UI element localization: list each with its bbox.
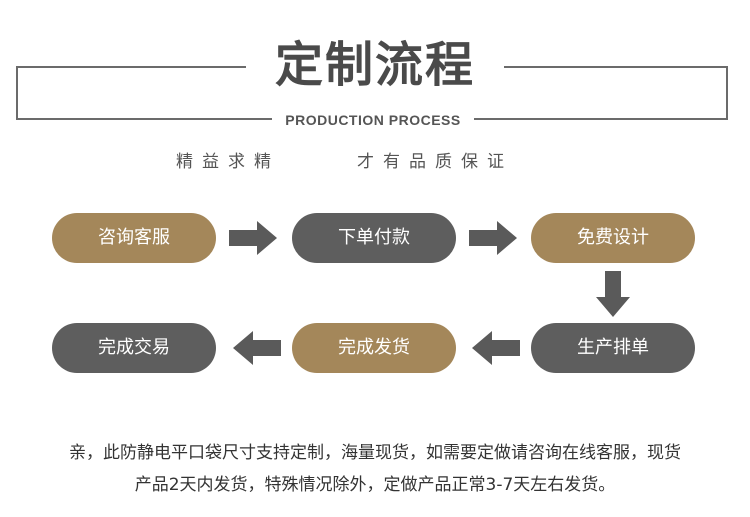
arrow-right-icon	[469, 221, 517, 255]
page-title: 定制流程	[274, 37, 475, 93]
step-consult: 咨询客服	[52, 213, 216, 263]
step-ship: 完成发货	[292, 323, 456, 373]
arrow-left-icon	[233, 331, 281, 365]
arrow-down-icon	[596, 271, 630, 317]
step-order-pay: 下单付款	[292, 213, 456, 263]
step-free-design: 免费设计	[531, 213, 695, 263]
footer-note-line1: 亲，此防静电平口袋尺寸支持定制，海量现货，如需要定做请咨询在线客服，现货	[69, 443, 681, 463]
arrow-left-icon	[472, 331, 520, 365]
footer-note-line2: 产品2天内发货，特殊情况除外，定做产品正常3-7天左右发货。	[134, 475, 616, 495]
slogan-left: 精益求精	[176, 152, 280, 172]
step-complete-deal: 完成交易	[52, 323, 216, 373]
step-production: 生产排单	[531, 323, 695, 373]
arrow-right-icon	[229, 221, 277, 255]
page-subtitle: PRODUCTION PROCESS	[285, 112, 461, 128]
slogan-right: 才有品质保证	[357, 152, 513, 172]
